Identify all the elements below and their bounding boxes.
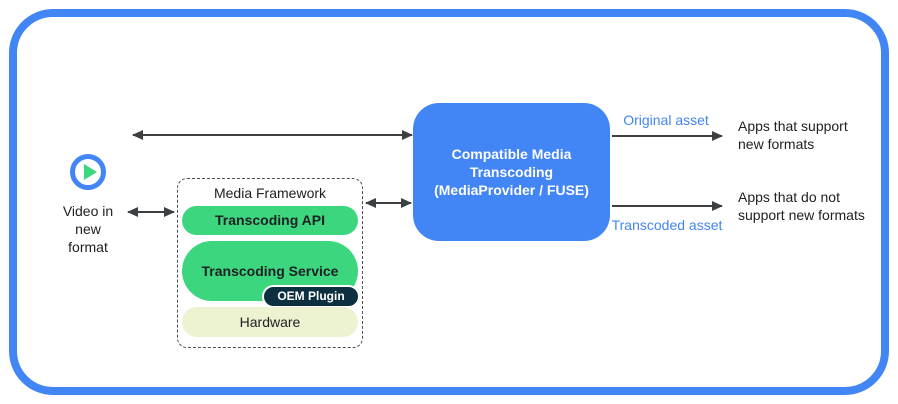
video-source-label: Video in new format: [62, 203, 114, 255]
arrow-video-to-framework: [128, 211, 174, 213]
outer-border: [9, 9, 889, 395]
media-framework-box: Media Framework Transcoding API Transcod…: [177, 178, 363, 348]
compatible-media-transcoding-box: Compatible Media Transcoding (MediaProvi…: [413, 103, 610, 241]
original-asset-label: Original asset: [623, 112, 709, 128]
hardware-layer: Hardware: [182, 307, 358, 337]
arrow-transcoded-asset: [612, 205, 722, 207]
transcoded-asset-label: Transcoded asset: [611, 217, 723, 233]
media-framework-title: Media Framework: [213, 185, 327, 201]
arrow-framework-to-transcoder: [366, 202, 411, 204]
transcoding-api-layer: Transcoding API: [182, 206, 358, 235]
play-triangle-icon: [83, 164, 97, 180]
apps-no-support-label: Apps that do not support new formats: [738, 189, 865, 223]
arrow-original-asset: [612, 135, 722, 137]
arrow-video-to-transcoder: [133, 134, 412, 136]
oem-plugin-badge: OEM Plugin: [262, 285, 360, 308]
play-icon: [70, 154, 106, 190]
apps-support-label: Apps that support new formats: [738, 118, 848, 152]
